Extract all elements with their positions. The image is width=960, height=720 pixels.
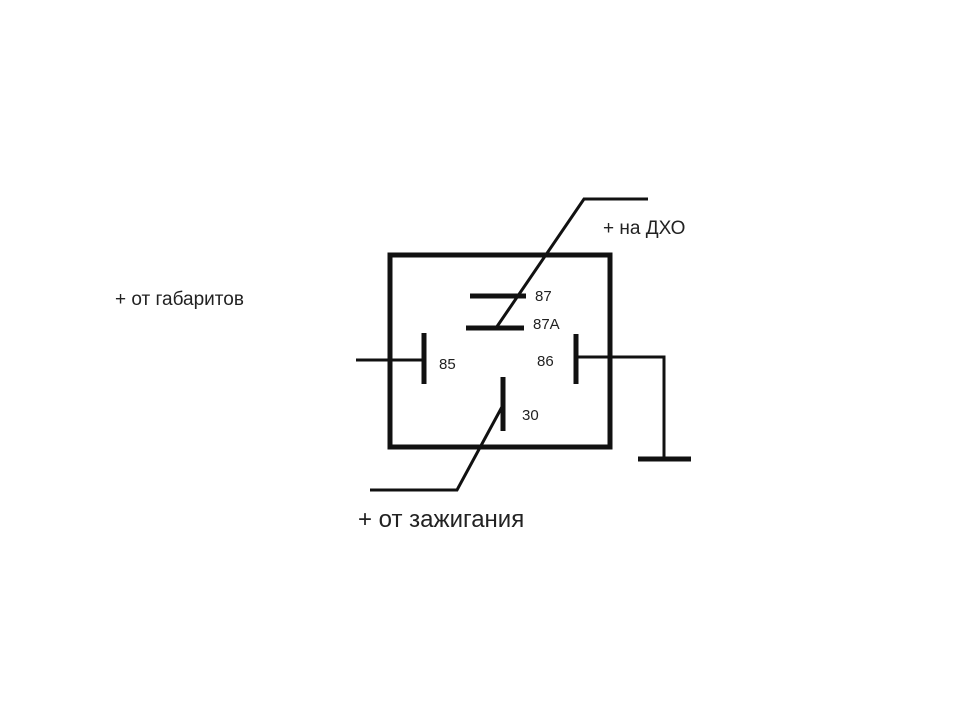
pin-87a-label: 87A xyxy=(533,316,560,333)
relay-housing xyxy=(387,252,613,450)
pin-85-label: 85 xyxy=(439,356,456,373)
parking-lights-label: + от габаритов xyxy=(115,289,244,310)
pin-30-label: 30 xyxy=(522,407,539,424)
wire-86-ground xyxy=(576,355,666,458)
pin-86-label: 86 xyxy=(537,353,554,370)
wire-30-ignition xyxy=(370,404,505,492)
ignition-label: + от зажигания xyxy=(358,506,524,533)
wire-87-drl xyxy=(494,197,648,329)
drl-label: + на ДХО xyxy=(603,218,685,239)
pin-87-label: 87 xyxy=(535,288,552,305)
